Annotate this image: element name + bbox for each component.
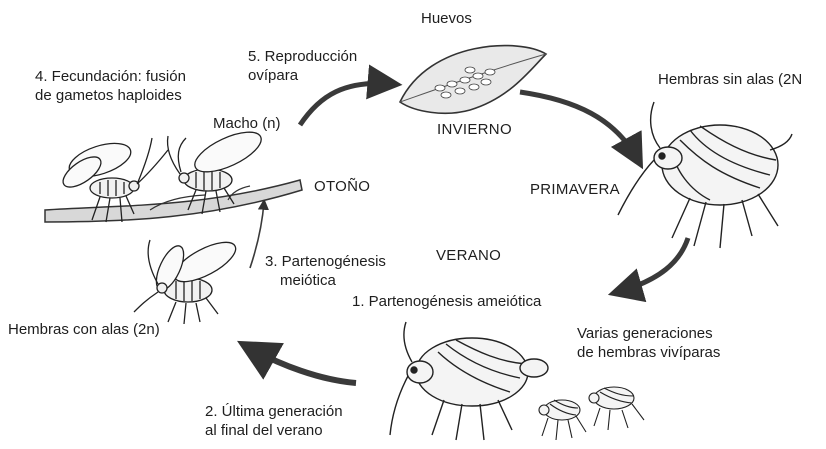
step1-label: 1. Partenogénesis ameiótica xyxy=(352,292,541,311)
winged-aphid-lower-icon xyxy=(134,235,241,324)
step5-label-line2: ovípara xyxy=(248,66,298,85)
season-summer-label: VERANO xyxy=(436,246,501,265)
step2-label-line2: al final del verano xyxy=(205,421,323,440)
step3-label-line2: meiótica xyxy=(280,271,336,290)
step2-label-line1: 2. Última generación xyxy=(205,402,343,421)
season-autumn-label: OTOÑO xyxy=(314,177,370,196)
step5-label-line1: 5. Reproducción xyxy=(248,47,357,66)
eggs-label: Huevos xyxy=(421,9,472,28)
arrow-autumn-to-eggs xyxy=(300,83,392,125)
small-nymph-aphid-2-icon xyxy=(589,387,644,430)
several-generations-label-line1: Varias generaciones xyxy=(577,324,713,343)
wingless-female-aphid-icon xyxy=(618,102,792,248)
season-spring-label: PRIMAVERA xyxy=(530,180,620,199)
small-nymph-aphid-1-icon xyxy=(539,400,586,440)
male-label: Macho (n) xyxy=(213,114,281,133)
winged-females-label: Hembras con alas (2n) xyxy=(8,320,160,339)
arrow-eggs-to-spring xyxy=(520,92,638,160)
several-generations-label-line2: de hembras vivíparas xyxy=(577,343,720,362)
arrow-winged-to-branch xyxy=(250,202,264,268)
branch-icon xyxy=(45,180,302,222)
step4-label-line1: 4. Fecundación: fusión xyxy=(35,67,186,86)
leaf-with-eggs-icon xyxy=(400,46,546,114)
arrow-summer-to-winged xyxy=(248,347,356,383)
step3-label-line1: 3. Partenogénesis xyxy=(265,252,386,271)
step4-label-line2: de gametos haploides xyxy=(35,86,182,105)
season-winter-label: INVIERNO xyxy=(437,120,512,139)
wingless-females-label: Hembras sin alas (2N xyxy=(658,70,802,89)
viviparous-female-aphid-icon xyxy=(390,322,548,440)
arrow-spring-to-summer xyxy=(618,238,688,292)
